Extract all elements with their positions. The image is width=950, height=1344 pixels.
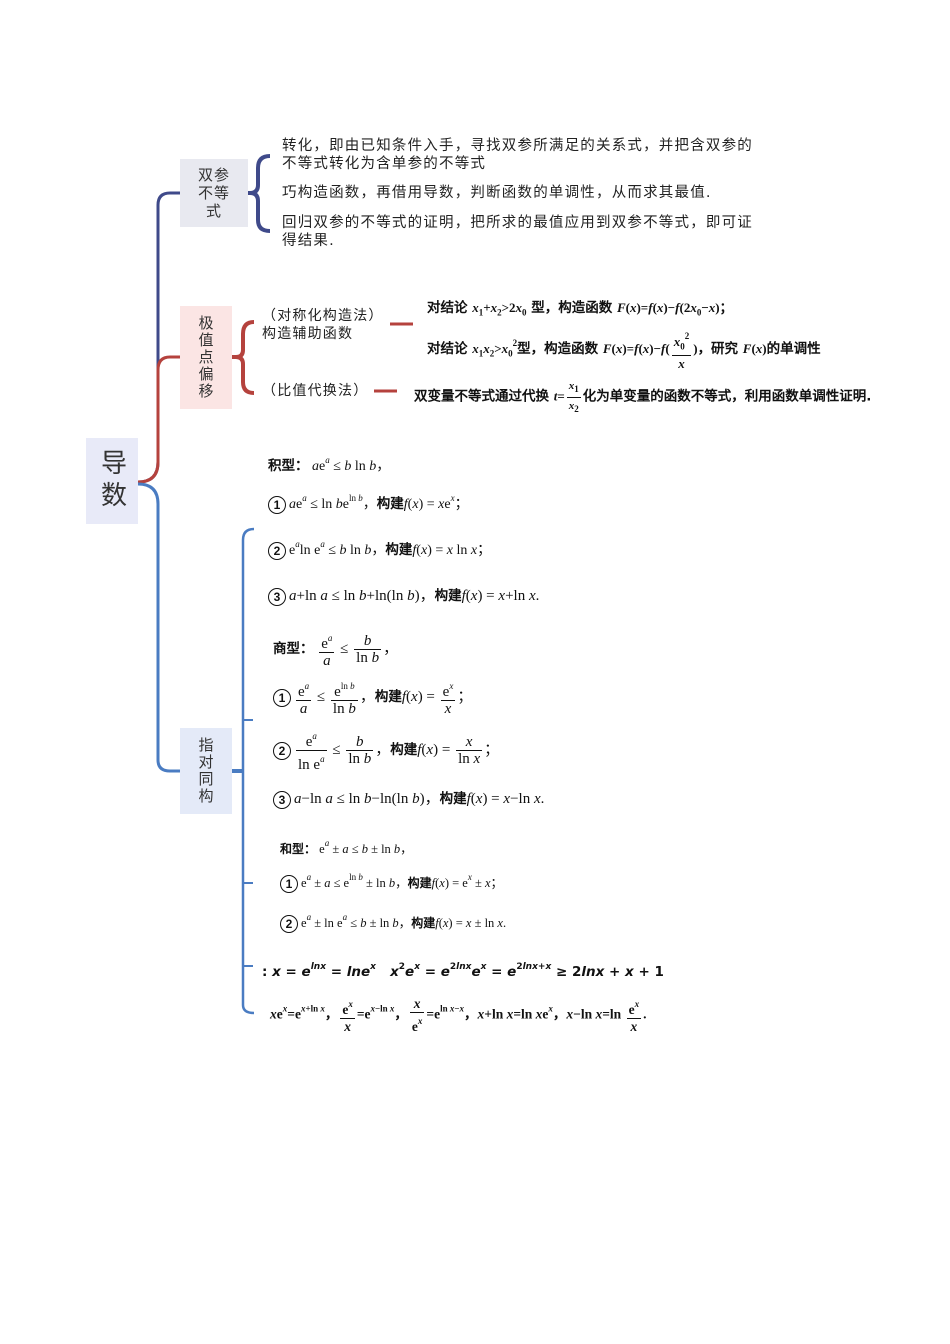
product-type-title: 积型： aea ≤ b ln b，	[268, 455, 391, 474]
branch-node-extreme-offset[interactable]: 极值点偏移	[180, 306, 232, 409]
method-label-line1: （对称化构造法）	[262, 308, 384, 324]
branch-label: 极值点偏移	[196, 315, 215, 400]
root-label: 导数	[96, 449, 127, 513]
identity-line-1: : x = elnx = lnex x2ex = e2lnxex = e2lnx…	[262, 962, 664, 980]
root-node[interactable]: 导数	[86, 438, 138, 524]
branch-node-double-param[interactable]: 双参不等式	[180, 159, 248, 227]
branch-node-exp-log-isomorph[interactable]: 指对同构	[180, 728, 232, 814]
sum-type-title: 和型： ea ± a ≤ b ± ln b，	[280, 838, 413, 856]
method-label-line2: 构造辅助函数	[262, 326, 354, 342]
method-ratio-label: （比值代换法）	[262, 383, 369, 399]
method-symmetric-label: （对称化构造法） 构造辅助函数	[262, 307, 384, 343]
branch-label: 指对同构	[196, 737, 215, 805]
double-param-item-2: 巧构造函数，再借用导数，判断函数的单调性，从而求其最值.	[282, 185, 712, 201]
symmetric-detail-1: 对结论 x1+x2>2x0 型，构造函数 F(x)=f(x)−f(2x0−x)；	[427, 300, 733, 318]
double-param-item-3: 回归双参的不等式的证明，把所求的最值应用到双参不等式，即可证得结果.	[282, 215, 753, 249]
branch-label: 双参不等式	[197, 166, 230, 220]
double-param-item-1: 转化，即由已知条件入手，寻找双参所满足的关系式，并把含双参的不等式转化为含单参的…	[282, 138, 753, 172]
